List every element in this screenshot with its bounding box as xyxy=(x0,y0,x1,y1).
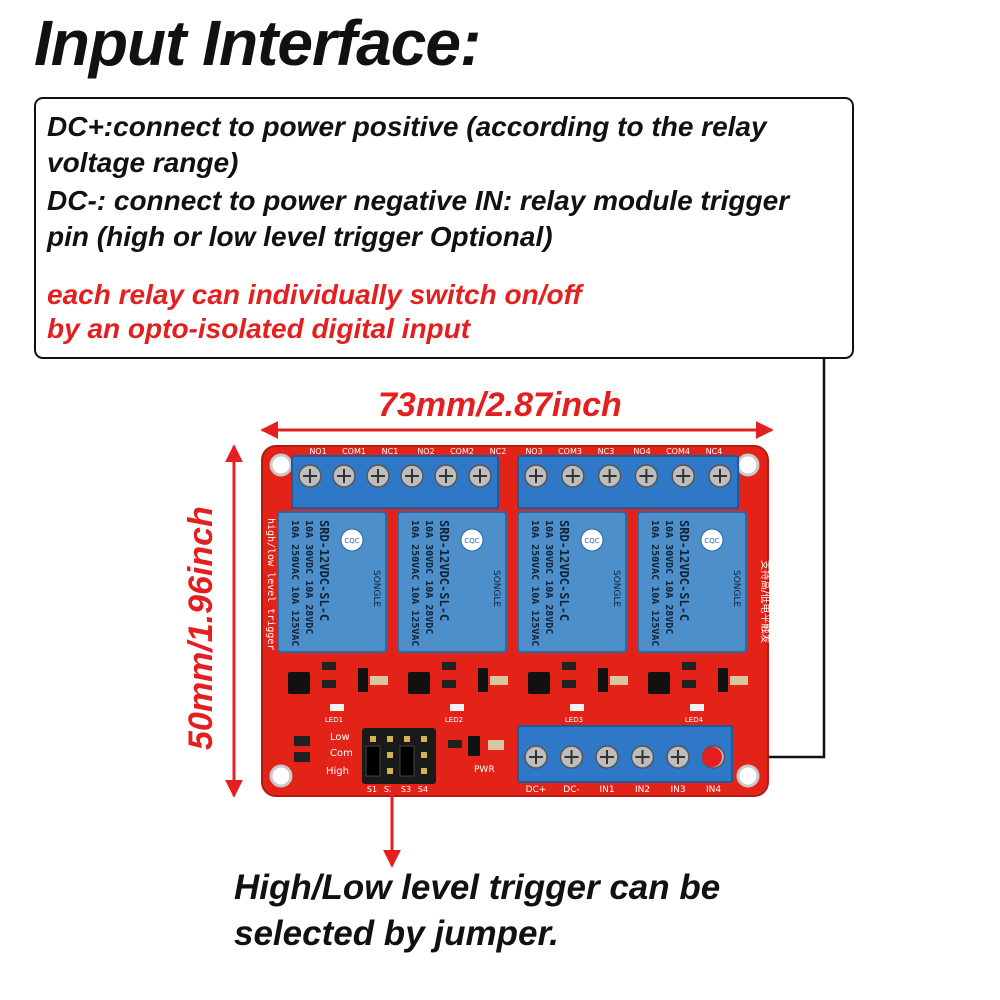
svg-text:10A 250VAC 10A 125VAC: 10A 250VAC 10A 125VAC xyxy=(649,520,660,646)
svg-text:SRD-12VDC-SL-C: SRD-12VDC-SL-C xyxy=(317,520,331,621)
jumper-block: Low Com High S1 S2 S3 S4 xyxy=(326,728,436,794)
svg-text:10A 250VAC 10A 125VAC: 10A 250VAC 10A 125VAC xyxy=(289,520,300,646)
jumper-label-low: Low xyxy=(330,732,350,743)
svg-text:SONGLE: SONGLE xyxy=(491,570,501,608)
top-terminal-label: NC2 xyxy=(490,447,507,456)
led-label: LED3 xyxy=(565,716,583,724)
chinese-note: 支持高/低电平触发 xyxy=(759,560,772,643)
top-terminal-label: NC4 xyxy=(706,447,723,456)
input-terminal-label: IN2 xyxy=(635,785,650,795)
svg-text:SONGLE: SONGLE xyxy=(731,570,741,608)
info-line: DC-: connect to power negative IN: relay… xyxy=(47,185,790,216)
jumper-label-high: High xyxy=(326,766,349,777)
footnote-line: High/Low level trigger can be xyxy=(234,868,721,907)
top-terminal-label: NC3 xyxy=(598,447,615,456)
side-label: high/low level trigger xyxy=(265,518,276,650)
svg-text:CQC: CQC xyxy=(344,537,359,545)
led-label: LED2 xyxy=(445,716,463,724)
top-terminal-label: NO3 xyxy=(525,447,542,456)
top-terminal-label: NO4 xyxy=(633,447,650,456)
svg-text:SRD-12VDC-SL-C: SRD-12VDC-SL-C xyxy=(437,520,451,621)
svg-text:10A 250VAC 10A 125VAC: 10A 250VAC 10A 125VAC xyxy=(529,520,540,646)
info-callout-box: DC+:connect to power positive (according… xyxy=(34,97,854,359)
top-terminal-label: NC1 xyxy=(382,447,399,456)
info-line: DC+:connect to power positive (according… xyxy=(47,111,767,142)
highlight-line: each relay can individually switch on/of… xyxy=(47,279,582,310)
svg-text:CQC: CQC xyxy=(704,537,719,545)
svg-text:10A 30VDC 10A 28VDC: 10A 30VDC 10A 28VDC xyxy=(543,520,554,634)
svg-text:CQC: CQC xyxy=(584,537,599,545)
info-line: voltage range) xyxy=(47,147,239,178)
mounting-holes xyxy=(269,453,760,788)
top-terminal-label: NO2 xyxy=(417,447,434,456)
page-title: Input Interface: xyxy=(34,7,481,79)
info-line: pin (high or low level trigger Optional) xyxy=(47,221,553,252)
input-terminal-label: DC- xyxy=(563,785,579,795)
smd-components: LED1 LED2 LED3 LED4 xyxy=(288,662,748,762)
led-label: LED1 xyxy=(325,716,343,724)
highlight-line: by an opto-isolated digital input xyxy=(47,313,471,344)
jumper-pin-label: S2 xyxy=(384,785,394,794)
top-terminal-label: COM1 xyxy=(342,447,366,456)
svg-text:SRD-12VDC-SL-C: SRD-12VDC-SL-C xyxy=(677,520,691,621)
footnote-line: selected by jumper. xyxy=(234,914,559,953)
svg-text:10A 30VDC 10A 28VDC: 10A 30VDC 10A 28VDC xyxy=(303,520,314,634)
top-terminal-label: NO1 xyxy=(309,447,326,456)
svg-text:10A 30VDC 10A 28VDC: 10A 30VDC 10A 28VDC xyxy=(423,520,434,634)
svg-text:SONGLE: SONGLE xyxy=(611,570,621,608)
jumper-pin-label: S3 xyxy=(401,785,411,794)
input-terminal-label: IN3 xyxy=(670,785,685,795)
top-terminal-label: COM3 xyxy=(558,447,582,456)
width-dimension-label: 73mm/2.87inch xyxy=(378,386,622,424)
svg-text:CQC: CQC xyxy=(464,537,479,545)
input-terminal-label: DC+ xyxy=(526,785,547,795)
led-label: LED4 xyxy=(685,716,704,724)
top-terminal-label: COM4 xyxy=(666,447,690,456)
jumper-pin-label: S1 xyxy=(367,785,377,794)
input-terminal-label: IN1 xyxy=(599,785,614,795)
pwr-label: PWR xyxy=(474,765,495,775)
svg-text:10A 30VDC 10A 28VDC: 10A 30VDC 10A 28VDC xyxy=(663,520,674,634)
top-terminal-blocks: NO1 COM1 NC1 NO2 COM2 NC2 NO3 COM3 NC3 NO4 COM4 NC4 xyxy=(291,447,739,509)
input-terminal-label: IN4 xyxy=(706,785,721,795)
callout-dot xyxy=(702,747,722,767)
top-terminal-label: COM2 xyxy=(450,447,474,456)
jumper-label-com: Com xyxy=(330,748,353,759)
svg-text:SRD-12VDC-SL-C: SRD-12VDC-SL-C xyxy=(557,520,571,621)
svg-text:SONGLE: SONGLE xyxy=(371,570,381,608)
svg-text:10A 250VAC 10A 125VAC: 10A 250VAC 10A 125VAC xyxy=(409,520,420,646)
jumper-pin-label: S4 xyxy=(418,785,428,794)
